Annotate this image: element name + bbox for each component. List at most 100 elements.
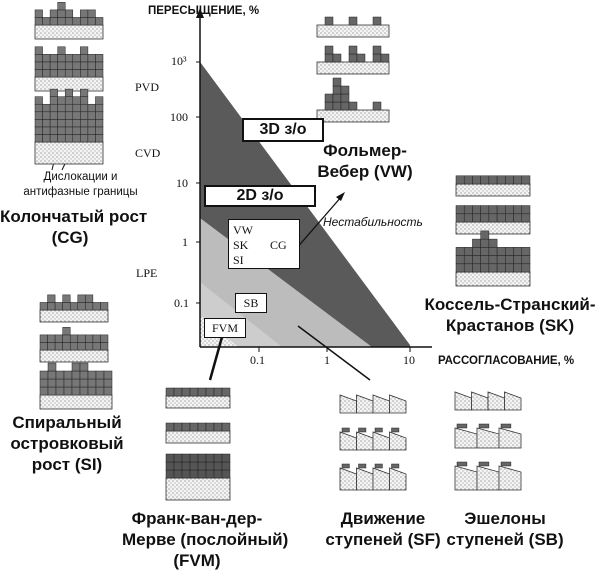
film-cell	[455, 205, 465, 215]
substrate-block	[39, 394, 113, 410]
film-cell	[63, 370, 73, 380]
film-cell	[87, 134, 96, 143]
film-cell	[455, 247, 465, 256]
film-cell	[72, 126, 81, 135]
film-cell	[72, 111, 81, 120]
mode-si-line2: островковый	[10, 434, 124, 453]
film-cell	[197, 469, 207, 479]
film-cell	[472, 247, 481, 256]
film-cell	[221, 469, 231, 479]
substrate-block	[39, 309, 109, 323]
film-cell	[87, 9, 96, 18]
film-cell	[480, 230, 490, 240]
film-cell	[49, 134, 58, 143]
film-cell	[57, 17, 66, 26]
region-label-fvm: FVM	[204, 318, 246, 338]
pointer-to-fvm	[208, 336, 224, 381]
film-cell	[173, 469, 183, 479]
step-block	[504, 391, 522, 411]
film-cell	[521, 247, 531, 256]
film-cell	[348, 101, 358, 111]
film-cell	[488, 205, 498, 215]
step-film	[358, 427, 367, 433]
film-cell	[42, 134, 51, 143]
film-cell	[72, 119, 81, 128]
film-cell	[181, 453, 191, 463]
y-tick-label: 0.1	[174, 296, 189, 310]
step-film	[478, 423, 490, 429]
step-film	[500, 461, 512, 467]
mode-si-line3: рост (SI)	[31, 455, 103, 474]
film-cell	[80, 126, 89, 135]
film-cell	[34, 69, 43, 78]
film-cell	[62, 342, 71, 351]
film-cell	[181, 469, 191, 479]
film-cell	[165, 422, 175, 432]
film-cell	[34, 96, 43, 105]
mode-sf-line2: ступеней (SF)	[325, 530, 441, 549]
film-cell	[85, 294, 94, 303]
film-cell	[189, 387, 199, 397]
film-cell	[62, 302, 71, 311]
film-cell	[57, 96, 66, 105]
film-cell	[324, 45, 334, 55]
film-cell	[80, 9, 89, 18]
film-cell	[340, 93, 350, 103]
film-cell	[92, 342, 101, 351]
film-cell	[197, 461, 207, 471]
step-block	[372, 467, 390, 491]
film-cell	[496, 213, 506, 223]
film-cell	[80, 54, 89, 63]
film-cell	[64, 54, 74, 63]
film-cell	[100, 342, 109, 351]
film-cell	[496, 205, 506, 215]
film-cell	[205, 387, 215, 397]
film-cell	[47, 378, 57, 388]
film-cell	[69, 302, 79, 311]
film-cell	[173, 422, 183, 432]
film-cell	[521, 255, 531, 265]
step-block	[339, 431, 357, 451]
substrate-block	[34, 141, 104, 165]
film-cell	[505, 263, 514, 273]
substrate-block	[165, 477, 231, 501]
film-cell	[205, 461, 215, 471]
film-cell	[372, 16, 382, 26]
film-cell	[64, 9, 74, 18]
film-cell	[521, 205, 531, 215]
film-cell	[71, 370, 81, 380]
film-cell	[348, 53, 358, 63]
film-cell	[480, 263, 490, 273]
mode-vw-line1: Фольмер-	[323, 141, 407, 160]
film-cell	[34, 119, 43, 128]
film-cell	[205, 469, 215, 479]
film-cell	[34, 134, 43, 143]
film-cell	[71, 378, 81, 388]
label-vw: VW	[233, 223, 253, 237]
film-cell	[77, 302, 86, 311]
film-cell	[55, 370, 65, 380]
step-film	[391, 427, 400, 433]
film-cell	[95, 17, 104, 26]
film-cell	[463, 263, 473, 273]
step-block	[372, 431, 390, 451]
film-cell	[79, 378, 89, 388]
region-label-vw-sk-si	[228, 219, 300, 269]
y-axis-title: ПЕРЕСЫЩЕНИЕ, %	[148, 5, 260, 17]
film-cell	[488, 247, 498, 256]
film-cell	[100, 302, 109, 311]
substrate-block	[316, 24, 390, 38]
method-pvd: PVD	[135, 80, 160, 94]
step-film	[391, 463, 400, 469]
step-block	[454, 427, 478, 449]
film-cell	[85, 302, 94, 311]
film-cell	[213, 469, 223, 479]
label-sk: SK	[233, 238, 249, 252]
film-cell	[54, 342, 63, 351]
film-cell	[455, 255, 465, 265]
film-cell	[80, 46, 89, 55]
substrate-block	[455, 183, 531, 197]
mode-vw: Фольмер- Вебер (VW)	[310, 140, 420, 182]
step-film	[374, 427, 383, 433]
film-cell	[197, 453, 207, 463]
